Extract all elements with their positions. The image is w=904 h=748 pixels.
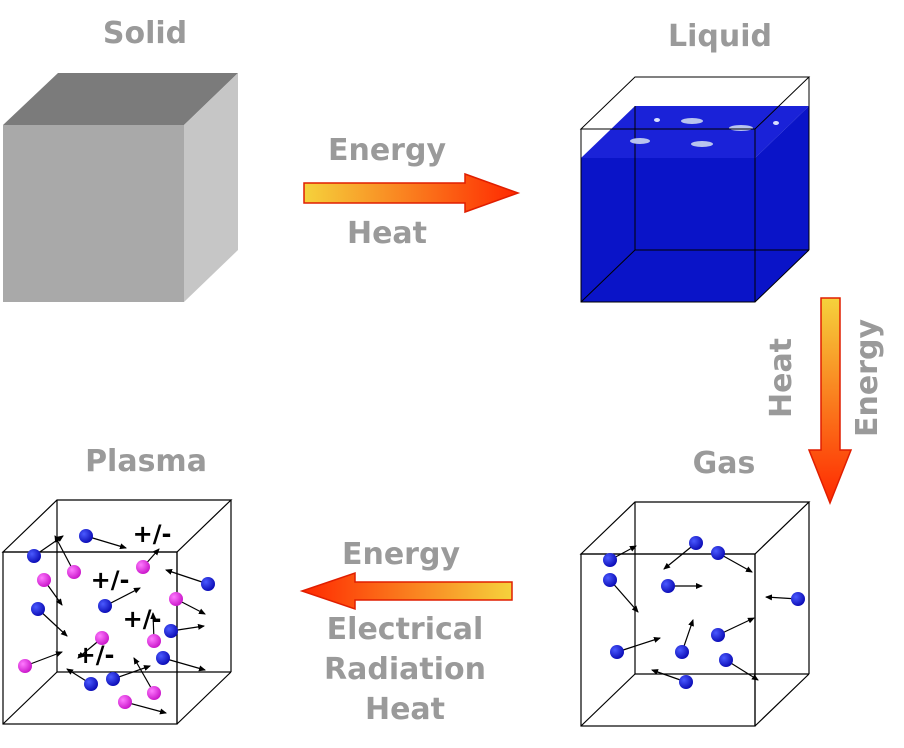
plasma-ion	[84, 677, 98, 691]
gas-motion-arrow	[609, 579, 639, 613]
plasma-ion	[27, 549, 41, 563]
plasma-ion	[31, 602, 45, 616]
gas-particle	[610, 645, 624, 659]
liquid-cube	[579, 76, 811, 303]
solid-to-liquid-arrow	[303, 172, 521, 214]
plasma-ion	[98, 599, 112, 613]
plasma-electron	[37, 573, 51, 587]
plasma-motion-arrow	[165, 569, 209, 585]
gas-particle	[711, 546, 725, 560]
plasma-electron	[95, 631, 109, 645]
gas-particle	[791, 592, 805, 606]
gas-particle	[661, 579, 675, 593]
plasma-charge-label: +/-	[91, 566, 130, 594]
plasma-ion	[106, 672, 120, 686]
gas-particle	[719, 653, 733, 667]
plasma-label: Plasma	[85, 444, 207, 479]
gas-to-plasma-heat: Heat	[365, 692, 445, 727]
plasma-ion	[156, 651, 170, 665]
gas-to-plasma-electrical: Electrical	[327, 612, 484, 647]
gas-particle	[603, 573, 617, 587]
plasma-motion-arrow	[124, 701, 167, 715]
plasma-electron	[118, 695, 132, 709]
plasma-charge-label: +/-	[133, 520, 172, 548]
solid-cube	[3, 73, 238, 302]
plasma-ion	[164, 624, 178, 638]
solid-to-liquid-heat: Heat	[347, 216, 427, 251]
plasma-cube	[1, 499, 233, 725]
plasma-electron	[67, 565, 81, 579]
gas-cube	[579, 501, 811, 727]
plasma-electron	[147, 634, 161, 648]
gas-motion-arrow	[616, 637, 661, 653]
liquid-to-gas-heat: Heat	[764, 338, 799, 418]
gas-particle	[689, 536, 703, 550]
plasma-electron	[18, 659, 32, 673]
gas-particles	[603, 536, 805, 689]
plasma-electron	[147, 686, 161, 700]
liquid-to-gas-energy: Energy	[850, 319, 885, 437]
gas-particle	[711, 628, 725, 642]
gas-particle	[675, 645, 689, 659]
liquid-to-gas-arrow	[807, 297, 853, 506]
gas-to-plasma-arrow	[299, 571, 513, 611]
plasma-charge-label: +/-	[76, 641, 115, 669]
gas-particle	[603, 553, 617, 567]
gas-to-plasma-energy: Energy	[342, 537, 460, 572]
plasma-motion-arrow	[162, 657, 206, 672]
plasma-particles	[18, 529, 215, 715]
plasma-charge-label: +/-	[123, 605, 162, 633]
gas-label: Gas	[693, 446, 756, 481]
gas-to-plasma-radiation: Radiation	[324, 652, 486, 687]
plasma-electron	[169, 592, 183, 606]
plasma-ion	[79, 529, 93, 543]
gas-particle	[679, 675, 693, 689]
solid-to-liquid-energy: Energy	[328, 133, 446, 168]
plasma-ion	[201, 577, 215, 591]
liquid-label: Liquid	[668, 19, 772, 54]
solid-label: Solid	[103, 16, 187, 51]
plasma-electron	[136, 560, 150, 574]
